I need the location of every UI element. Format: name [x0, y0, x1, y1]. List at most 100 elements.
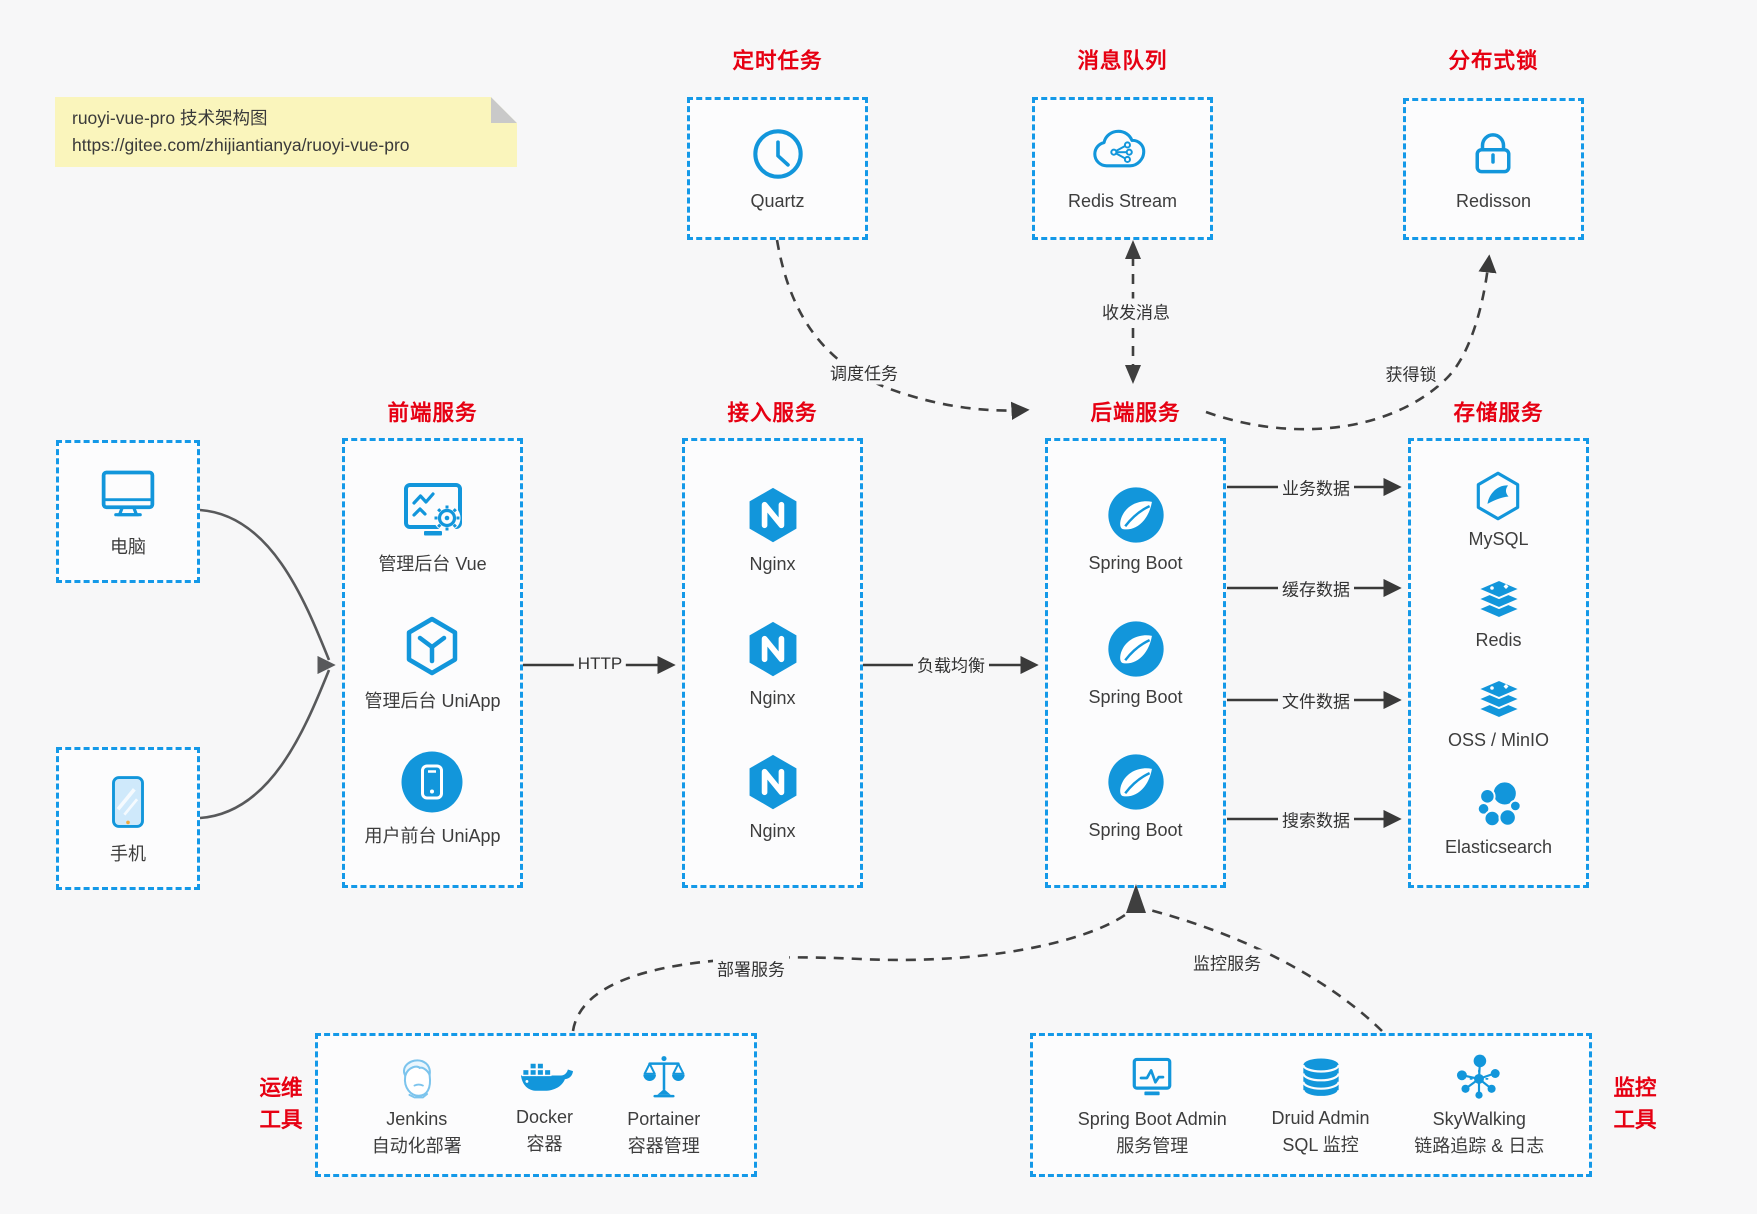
- node-label: Docker: [515, 1107, 573, 1127]
- clock-icon: [752, 129, 803, 179]
- mysql-icon: [1477, 471, 1520, 521]
- node-label: Elasticsearch: [1444, 837, 1553, 858]
- node-label: Quartz: [750, 191, 805, 211]
- group-title-scheduled-task: 定时任务: [732, 49, 823, 73]
- node-label: Nginx: [749, 821, 796, 842]
- node-sublabel: 服务管理: [1116, 1136, 1189, 1156]
- edge-label-deploy-service: 部署服务: [713, 955, 789, 981]
- node-user-uniapp: 用户前台 UniApp: [364, 750, 501, 848]
- elasticsearch-icon: [1477, 780, 1523, 828]
- node-label: MySQL: [1468, 528, 1529, 549]
- edge-label-load-balance: 负载均衡: [913, 651, 989, 677]
- group-title-backend: 后端服务: [1090, 401, 1181, 425]
- backend-services-box: Spring Boot Spring Boot Spring Boot: [1045, 438, 1226, 888]
- redis-icon: [1474, 578, 1523, 619]
- node-label: Druid Admin: [1271, 1108, 1370, 1128]
- monitor-tools-box: Spring Boot Admin 服务管理 Druid Admin SQL 监…: [1030, 1033, 1592, 1177]
- edge-label-http: HTTP: [573, 654, 627, 674]
- mobile-client-box: 手机: [56, 747, 200, 890]
- node-pc: 电脑: [97, 465, 159, 559]
- portainer-icon: [643, 1056, 685, 1098]
- admin-vue-icon: [403, 483, 462, 536]
- group-title-frontend: 前端服务: [387, 401, 478, 425]
- edge-label-acquire-lock: 获得锁: [1381, 360, 1441, 386]
- jenkins-icon: [402, 1059, 431, 1099]
- node-spring-boot-admin: Spring Boot Admin 服务管理: [1078, 1051, 1227, 1159]
- edge-label-file-data: 文件数据: [1278, 687, 1354, 713]
- node-oss-minio: OSS / MinIO: [1448, 677, 1549, 751]
- deploy-monitor-arrowhead: [1126, 884, 1146, 913]
- node-label: Redis: [1475, 629, 1522, 650]
- node-label: Spring Boot Admin: [1077, 1109, 1227, 1129]
- edge-label-search-data: 搜索数据: [1278, 806, 1354, 832]
- node-label: Redis Stream: [1067, 191, 1178, 211]
- node-label: Portainer: [627, 1109, 701, 1129]
- lock-icon: [1475, 132, 1511, 173]
- edge-pc-to-frontend: [199, 508, 331, 661]
- quartz-box: Quartz: [687, 97, 868, 240]
- group-title-distributed-lock: 分布式锁: [1448, 49, 1539, 73]
- spring-boot-icon: [1107, 487, 1164, 543]
- side-label-line: 工具: [259, 1108, 303, 1132]
- node-portainer: Portainer 容器管理: [627, 1051, 700, 1159]
- edge-label-schedule-task: 调度任务: [826, 359, 902, 385]
- node-label: 电脑: [110, 536, 146, 557]
- skywalking-icon: [1457, 1054, 1500, 1099]
- node-spring-boot-3: Spring Boot: [1088, 752, 1183, 841]
- note-title: ruoyi-vue-pro 技术架构图: [72, 108, 268, 128]
- nginx-icon: [749, 621, 796, 676]
- redisson-box: Redisson: [1403, 98, 1584, 240]
- docker-icon: [521, 1062, 574, 1091]
- mobile-icon: [112, 775, 144, 828]
- spring-boot-icon: [1107, 620, 1164, 677]
- edge-mobile-to-frontend: [199, 669, 331, 820]
- oss-minio-icon: [1474, 679, 1523, 720]
- edge-label-cache-data: 缓存数据: [1278, 575, 1354, 601]
- node-label: Jenkins: [386, 1109, 448, 1129]
- node-sublabel: 链路追踪 & 日志: [1414, 1136, 1545, 1156]
- spring-boot-admin-icon: [1132, 1057, 1172, 1096]
- node-mysql: MySQL: [1468, 468, 1529, 550]
- node-skywalking: SkyWalking 链路追踪 & 日志: [1414, 1051, 1544, 1159]
- node-label: 用户前台 UniApp: [364, 826, 501, 846]
- frontend-services-box: 管理后台 Vue 管理后台 UniApp 用户前台 UniApp: [342, 438, 523, 888]
- user-app-icon: [401, 751, 463, 813]
- node-redis: Redis: [1472, 577, 1526, 651]
- node-docker: Docker 容器: [515, 1053, 574, 1157]
- message-arrowhead-up: [1125, 240, 1141, 259]
- node-spring-boot-2: Spring Boot: [1088, 619, 1183, 708]
- access-services-box: Nginx Nginx Nginx: [682, 438, 863, 888]
- node-label: 手机: [110, 843, 146, 864]
- node-druid-admin: Druid Admin SQL 监控: [1272, 1052, 1370, 1158]
- pc-client-box: 电脑: [56, 440, 200, 583]
- node-redis-stream: Redis Stream: [1068, 125, 1177, 212]
- desktop-icon: [101, 470, 155, 516]
- spring-boot-icon: [1107, 754, 1164, 810]
- node-nginx-1: Nginx: [743, 484, 803, 575]
- node-quartz: Quartz: [749, 125, 807, 212]
- node-sublabel: SQL 监控: [1282, 1135, 1359, 1155]
- side-label-line: 工具: [1613, 1108, 1657, 1132]
- node-mobile: 手机: [99, 772, 157, 866]
- node-label: Redisson: [1455, 190, 1532, 211]
- edge-schedule-task: [775, 239, 1030, 420]
- storage-services-box: MySQL Redis OSS / MinIO: [1408, 438, 1589, 888]
- node-label: 管理后台 UniApp: [364, 691, 501, 711]
- node-nginx-2: Nginx: [743, 618, 803, 709]
- node-label: Nginx: [749, 687, 796, 708]
- note-url: https://gitee.com/zhijiantianya/ruoyi-vu…: [72, 135, 410, 155]
- message-arrowhead-down: [1125, 365, 1141, 384]
- node-nginx-3: Nginx: [743, 751, 803, 842]
- druid-icon: [1301, 1058, 1340, 1099]
- redis-stream-cloud-icon: [1093, 129, 1146, 168]
- ops-tools-side-label: 运维 工具: [250, 1072, 312, 1136]
- group-title-message-queue: 消息队列: [1077, 49, 1168, 73]
- nginx-icon: [749, 487, 796, 542]
- node-admin-vue: 管理后台 Vue: [378, 478, 487, 576]
- node-elasticsearch: Elasticsearch: [1445, 778, 1552, 858]
- node-jenkins: Jenkins 自动化部署: [372, 1051, 462, 1159]
- node-label: OSS / MinIO: [1447, 730, 1550, 751]
- node-label: Spring Boot: [1088, 553, 1183, 574]
- node-label: Nginx: [749, 553, 796, 574]
